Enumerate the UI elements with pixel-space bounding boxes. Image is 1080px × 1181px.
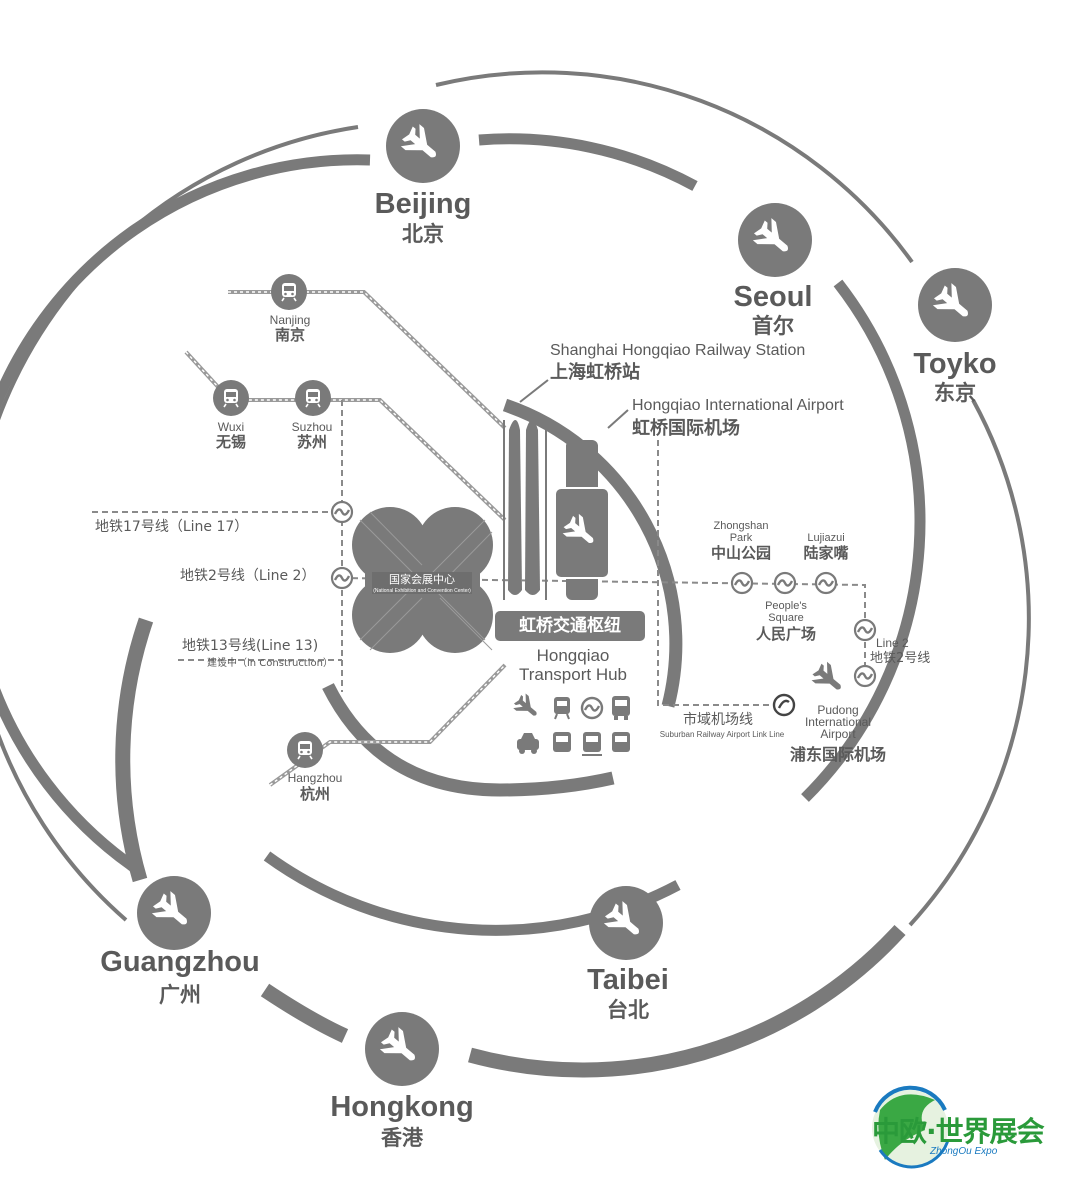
railway-station-name-zh: 上海虹桥站 [550, 362, 640, 383]
hongqiao-airport-name-en: Hongqiao International Airport [632, 397, 844, 414]
pudong-name-en-line2: International [804, 715, 872, 729]
hub-plane-icon [513, 693, 537, 716]
peoples-square-name-zh: 人民广场 [755, 625, 817, 643]
station-name-zh-hangzhou: 杭州 [299, 785, 331, 803]
hub-arc [502, 398, 683, 708]
station-name-en-hangzhou: Hangzhou [287, 771, 343, 785]
zhongshan-name-zh: 中山公园 [710, 544, 772, 562]
airport-link-name-en: Suburban Railway Airport Link Line [659, 730, 785, 739]
station-name-zh-suzhou: 苏州 [296, 433, 328, 451]
outer-ring-left [115, 617, 154, 883]
city-name-zh-hongkong: 香港 [381, 1126, 423, 1150]
hub-bus-icon-2 [582, 732, 602, 756]
airport-link-icon [772, 693, 796, 717]
outer-ring-bottom-left [260, 983, 349, 1043]
zhongou-expo-logo-text: 中欧·世界展会 [872, 1115, 1045, 1148]
hub-bus-icon-3 [612, 732, 630, 752]
lujiazui-name-en: Lujiazui [807, 532, 845, 544]
city-name-en-seoul: Seoul [733, 281, 813, 313]
lujiazui-name-zh: 陆家嘴 [803, 544, 849, 562]
metro-line-2-right-zh: 地铁2号线 [870, 651, 931, 666]
hub-coach-icon [612, 696, 630, 720]
hub-name-zh: 虹桥交通枢纽 [495, 611, 645, 641]
outer-ring-bottom-right [468, 924, 906, 1078]
station-name-zh-wuxi: 无锡 [215, 433, 247, 451]
railway-station-name-en: Shanghai Hongqiao Railway Station [550, 342, 806, 359]
city-name-en-tokyo: Toyko [913, 348, 997, 380]
convention-center-name-zh: 国家会展中心 [372, 572, 472, 588]
convention-center-name-en: (National Exhibition and Convention Cent… [372, 588, 472, 594]
hub-transport-icons [513, 693, 630, 756]
city-name-en-taibei: Taibei [587, 964, 669, 996]
pudong-plane-icon [811, 661, 848, 698]
outer-ring-arc-top [478, 133, 698, 191]
pudong-name-zh: 浦东国际机场 [789, 745, 887, 764]
city-name-zh-seoul: 首尔 [752, 314, 794, 338]
airport-link-line [657, 440, 784, 706]
airport-link-name-zh: 市域机场线 [683, 712, 753, 728]
city-name-en-hongkong: Hongkong [330, 1091, 474, 1123]
metro-line-17-label: 地铁17号线（Line 17） [95, 519, 249, 535]
station-name-en-nanjing: Nanjing [269, 313, 311, 327]
hub-name-en-line1: Hongqiao [536, 646, 610, 665]
outer-thin-ring-left [0, 125, 359, 922]
peoples-square-name-en-line1: People's [765, 600, 807, 612]
city-name-zh-beijing: 北京 [402, 222, 444, 246]
hub-name-en-line2: Transport Hub [518, 665, 628, 684]
peoples-square-name-en-line2: Square [768, 612, 804, 624]
zhongou-expo-logo-globe [872, 1085, 950, 1169]
zhongshan-name-en-line1: Zhongshan [713, 520, 769, 532]
hub-bus-icon-1 [553, 732, 571, 752]
hub-taxi-icon [517, 733, 539, 754]
outer-ring-arc-right [801, 279, 926, 802]
metro-line-13-label: 地铁13号线(Line 13) [182, 638, 319, 654]
metro-line-2-label: 地铁2号线（Line 2） [180, 568, 316, 584]
station-name-zh-nanjing: 南京 [274, 326, 306, 344]
zhongou-expo-logo-sub: ZhongOu Expo [930, 1146, 998, 1157]
pudong-name-en-line3: Airport [820, 727, 856, 741]
outer-ring-arc-left [0, 154, 371, 873]
city-name-zh-tokyo: 东京 [934, 381, 976, 405]
city-name-zh-guangzhou: 广州 [159, 983, 201, 1007]
pudong-name-en-line1: Pudong [817, 703, 859, 717]
city-name-zh-taibei: 台北 [607, 998, 649, 1022]
hub-arc-left [322, 683, 615, 797]
hub-metro-icon [580, 696, 604, 720]
outer-thin-ring-top [435, 70, 914, 264]
city-name-en-guangzhou: Guangzhou [100, 946, 260, 978]
metro-line-2-right-en: Line 2 [876, 636, 909, 650]
station-name-en-wuxi: Wuxi [217, 420, 245, 434]
hub-train-icon [554, 697, 570, 720]
outer-thin-ring-right [908, 399, 1031, 927]
hongqiao-airport-name-zh: 虹桥国际机场 [632, 418, 740, 439]
station-name-en-suzhou: Suzhou [291, 420, 333, 434]
train-track-shapes [508, 420, 540, 595]
zhongshan-name-en-line2: Park [729, 532, 753, 544]
city-name-en-beijing: Beijing [374, 188, 472, 220]
metro-line-13-note: 建设中（in Construction） [207, 658, 333, 669]
